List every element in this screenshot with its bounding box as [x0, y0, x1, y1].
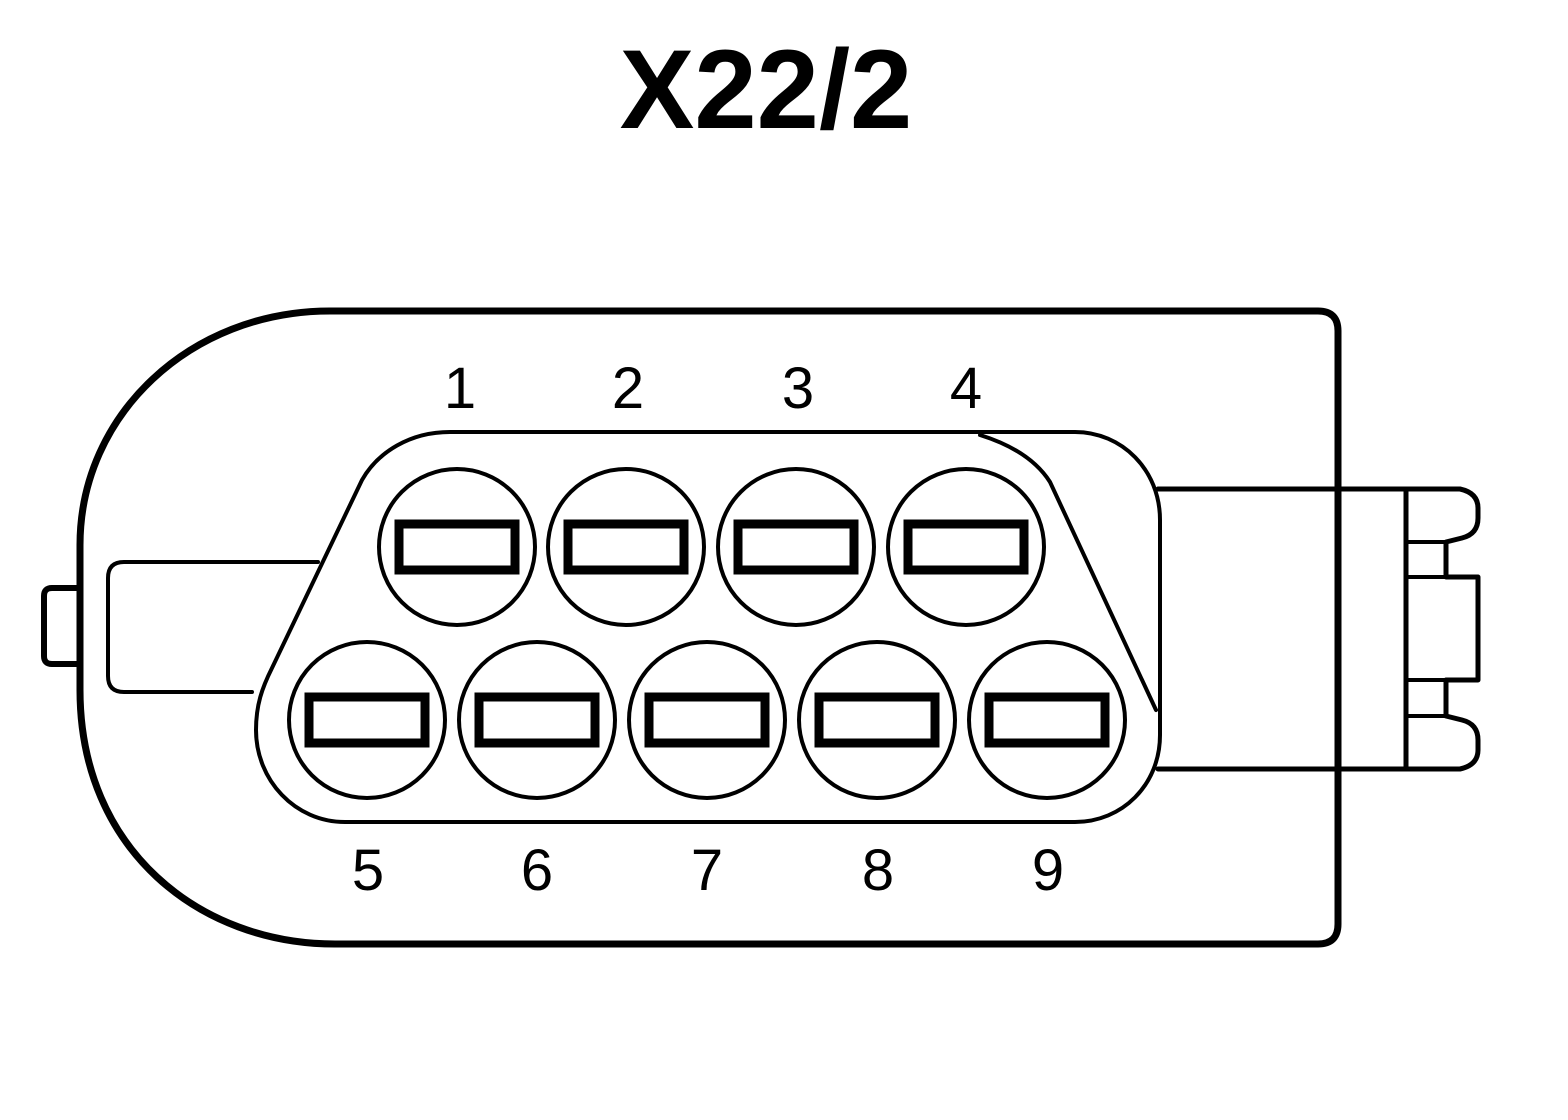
pin-label-3: 3 [782, 356, 814, 421]
pin-cavity-ring-9 [967, 640, 1127, 800]
pin-cavity-9 [967, 640, 1127, 800]
pin-cavity-ring-6 [457, 640, 617, 800]
pin-cavity-4 [886, 467, 1046, 627]
pin-contact-5 [304, 692, 430, 748]
pin-label-7: 7 [691, 838, 723, 903]
pin-cavity-6 [457, 640, 617, 800]
pin-cavity-ring-4 [886, 467, 1046, 627]
pin-cavity-ring-5 [287, 640, 447, 800]
pin-label-9: 9 [1032, 838, 1064, 903]
pin-label-4: 4 [950, 356, 982, 421]
housing-side-channel [106, 560, 320, 694]
pin-label-2: 2 [612, 356, 644, 421]
pin-label-5: 5 [352, 838, 384, 903]
pin-contact-3 [733, 519, 859, 575]
pin-contact-9 [984, 692, 1110, 748]
rear-latch [1155, 486, 1481, 772]
pin-contact-7 [644, 692, 770, 748]
pin-cavity-3 [716, 467, 876, 627]
pin-label-6: 6 [521, 838, 553, 903]
pin-contact-2 [563, 519, 689, 575]
pin-cavity-7 [627, 640, 787, 800]
pin-contact-6 [474, 692, 600, 748]
pin-label-1: 1 [444, 356, 476, 421]
pin-cavity-ring-2 [546, 467, 706, 627]
pin-contact-8 [814, 692, 940, 748]
pin-contact-4 [903, 519, 1029, 575]
pin-label-8: 8 [862, 838, 894, 903]
pin-cavity-shroud [254, 430, 1162, 824]
pin-cavity-5 [287, 640, 447, 800]
pin-keying-ridge [978, 433, 1158, 712]
pin-cavity-ring-3 [716, 467, 876, 627]
pin-cavity-ring-7 [627, 640, 787, 800]
housing-latch-tab [41, 585, 83, 667]
pin-cavities [287, 467, 1127, 800]
pin-cavity-ring-8 [797, 640, 957, 800]
pin-cavity-1 [377, 467, 537, 627]
pin-cavity-2 [546, 467, 706, 627]
connector-title: X22/2 [620, 27, 913, 152]
pin-cavity-8 [797, 640, 957, 800]
pin-contact-1 [394, 519, 520, 575]
connector-housing [76, 307, 1342, 948]
pin-cavity-ring-1 [377, 467, 537, 627]
